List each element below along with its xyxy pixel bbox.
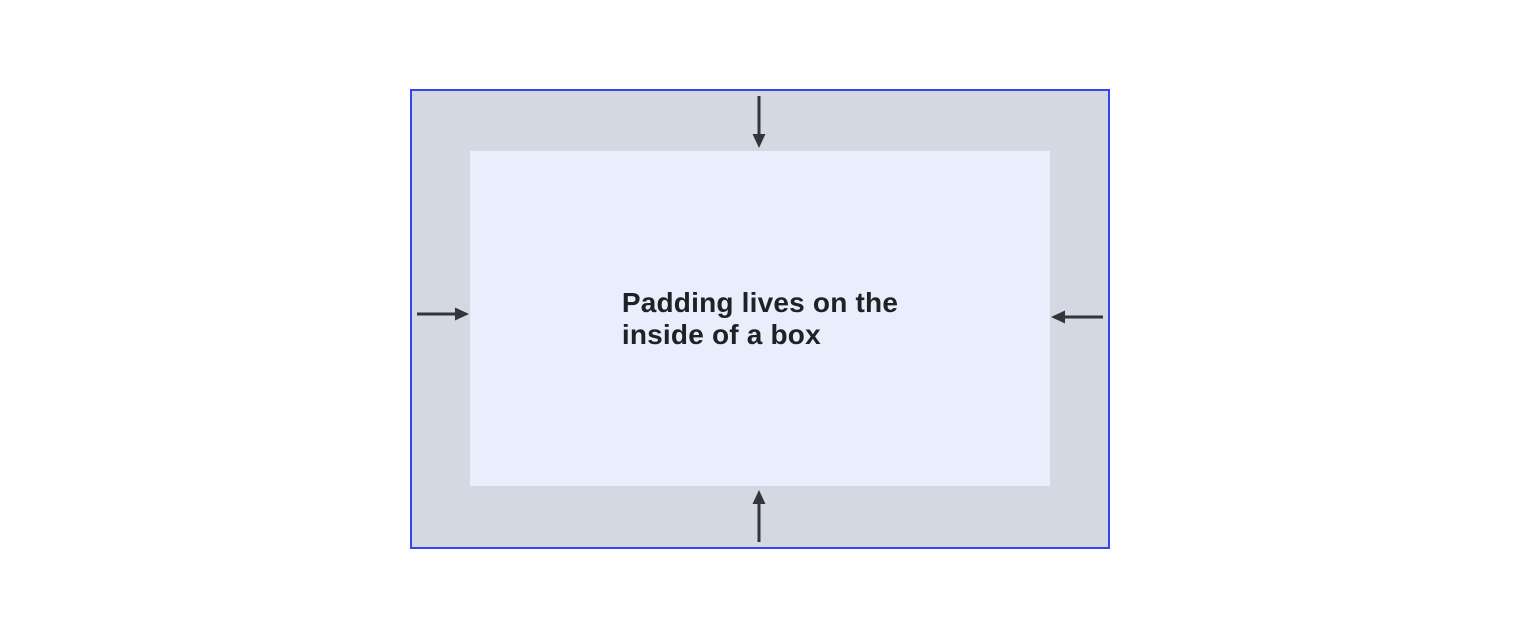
caption-line-2: inside of a box xyxy=(621,318,821,350)
content-box-caption: Padding lives on the inside of a box xyxy=(622,287,898,351)
arrow-right-icon xyxy=(417,307,469,321)
caption-line-1: Padding lives on the xyxy=(621,286,899,318)
content-box: Padding lives on the inside of a box xyxy=(470,151,1050,486)
arrow-down-icon xyxy=(752,96,766,148)
arrow-left-icon xyxy=(1051,310,1103,324)
padding-box: Padding lives on the inside of a box xyxy=(410,89,1110,549)
arrow-up-icon xyxy=(752,490,766,542)
